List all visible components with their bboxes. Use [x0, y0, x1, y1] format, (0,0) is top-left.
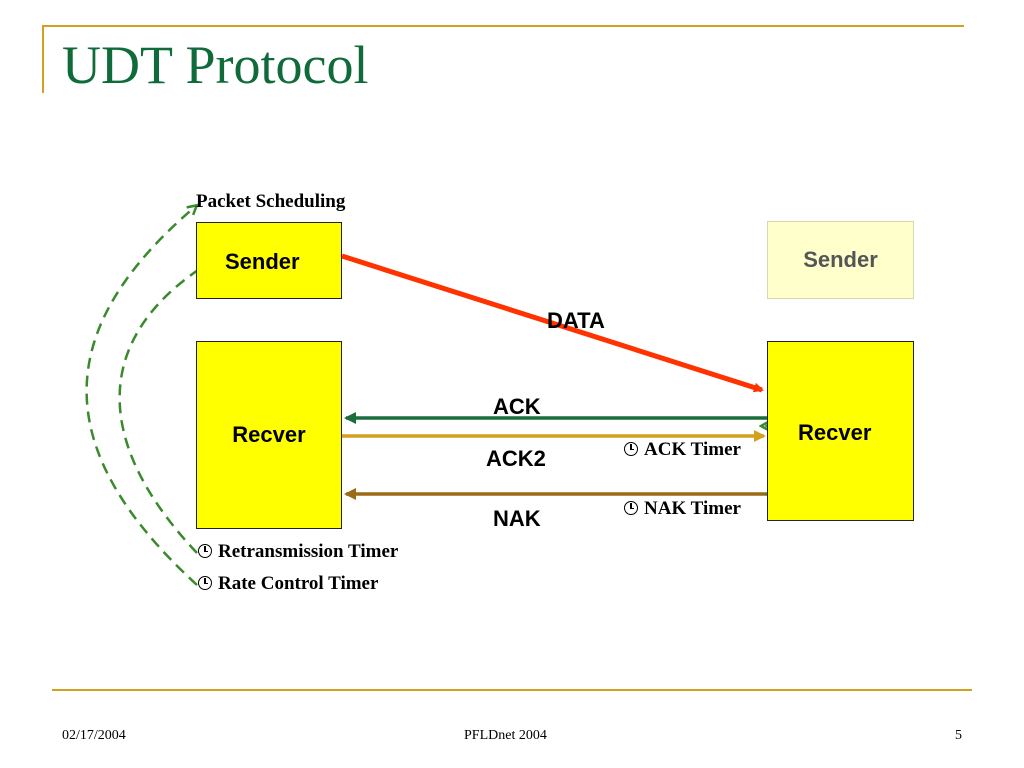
page-number: 5 — [955, 728, 962, 743]
right-sender-box: Sender — [767, 221, 914, 299]
retransmission-timer: Retransmission Timer — [198, 541, 398, 563]
rate-control-timer-label: Rate Control Timer — [218, 573, 379, 594]
clock-icon — [624, 442, 638, 456]
clock-icon — [624, 501, 638, 515]
right-recver-box: Recver — [767, 341, 914, 521]
nak-timer-label: NAK Timer — [644, 498, 741, 519]
retransmission-timer-label: Retransmission Timer — [218, 541, 399, 562]
ack-timer: ACK Timer — [624, 439, 741, 461]
data-label: DATA — [547, 308, 605, 333]
ack-timer-label: ACK Timer — [644, 439, 741, 460]
packet-scheduling-label: Packet Scheduling — [196, 191, 346, 212]
footer-date: 02/17/2004 — [62, 728, 126, 743]
ack-label: ACK — [493, 394, 541, 419]
nak-timer: NAK Timer — [624, 498, 741, 520]
clock-icon — [198, 576, 212, 590]
rate-control-timer: Rate Control Timer — [198, 573, 378, 595]
right-recver-label: Recver — [798, 420, 872, 445]
left-recver-label: Recver — [232, 422, 306, 447]
right-sender-label: Sender — [803, 247, 878, 272]
title-frame-left — [42, 25, 44, 93]
ack2-label: ACK2 — [486, 446, 546, 471]
left-recver-box: Recver — [196, 341, 342, 529]
left-sender-box: Sender — [196, 222, 342, 299]
title-frame-top — [42, 25, 964, 27]
data-arrow — [341, 253, 764, 393]
footer-center: PFLDnet 2004 — [464, 728, 547, 743]
rate-control-timer-loop — [118, 255, 222, 554]
footer-divider — [52, 689, 972, 691]
slide-title: UDT Protocol — [62, 35, 369, 95]
nak-label: NAK — [493, 506, 541, 531]
retransmission-timer-loop — [85, 206, 197, 586]
clock-icon — [198, 544, 212, 558]
left-sender-label: Sender — [225, 249, 300, 274]
